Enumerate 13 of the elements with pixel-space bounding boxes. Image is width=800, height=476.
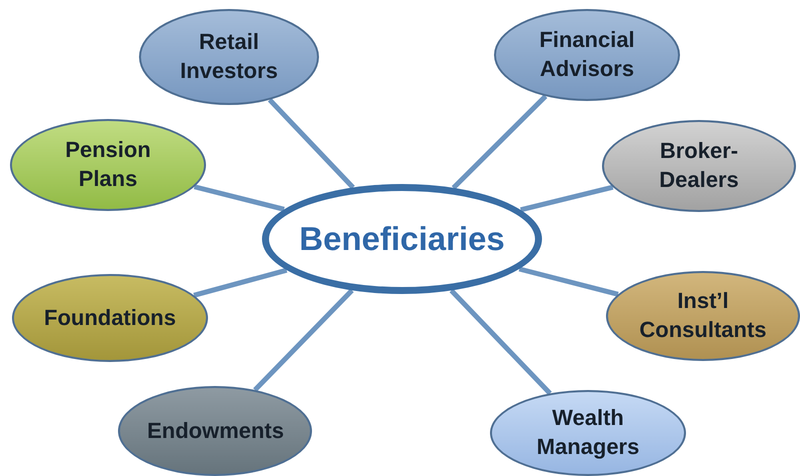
node-label: Wealth Managers bbox=[536, 404, 640, 461]
node-label: Financial Advisors bbox=[538, 26, 636, 83]
connector-line bbox=[520, 184, 614, 212]
node-label: Foundations bbox=[44, 304, 176, 332]
node-label: Broker-Dealers bbox=[658, 137, 740, 194]
connector-line bbox=[518, 266, 619, 297]
node-label: Inst’l Consultants bbox=[638, 287, 768, 344]
node-label: Pension Plans bbox=[64, 136, 152, 193]
node-label: Retail Investors bbox=[179, 28, 279, 85]
node-label: Beneficiaries bbox=[299, 218, 505, 259]
node-label: Endowments bbox=[147, 416, 283, 445]
connector-line bbox=[193, 268, 288, 298]
connector-line bbox=[194, 184, 285, 212]
